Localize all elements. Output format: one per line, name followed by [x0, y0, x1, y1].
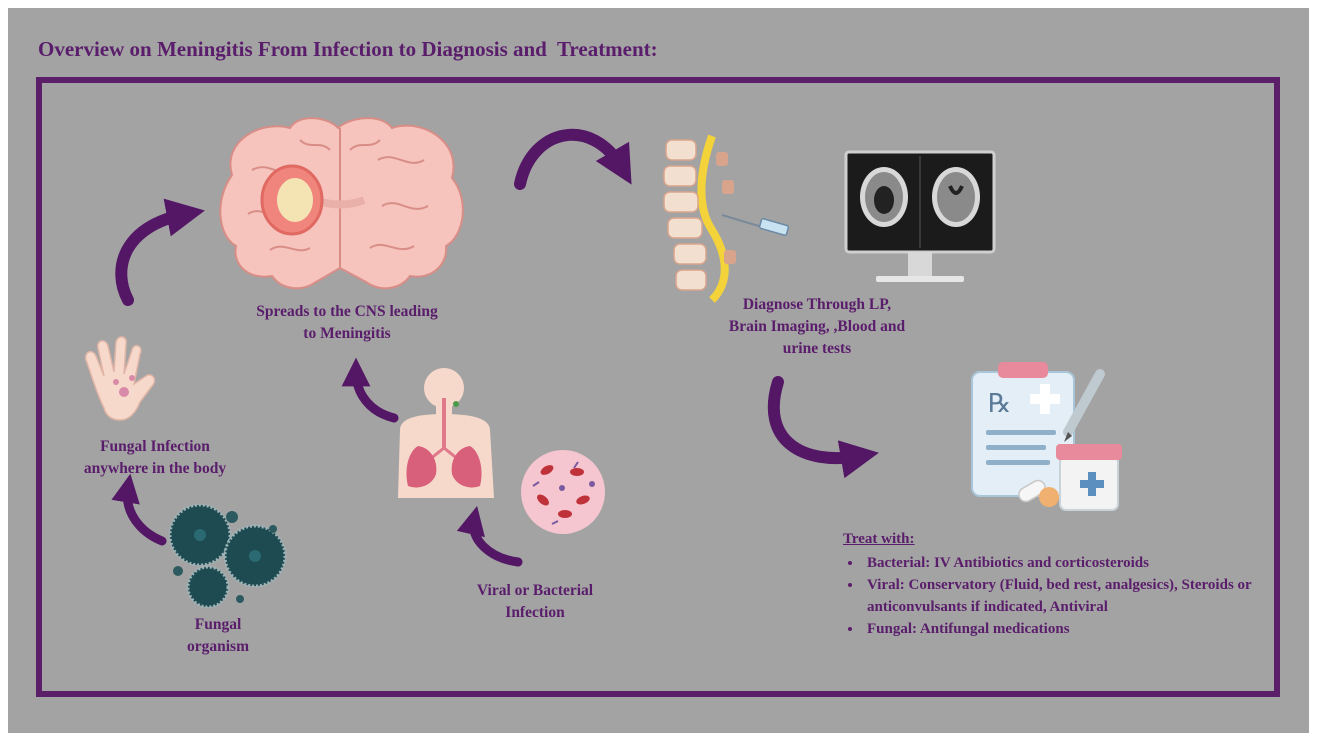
viral-bacterial-label: Viral or Bacterial Infection [455, 580, 615, 624]
fungal-organism-line1: Fungal [168, 614, 268, 636]
bacteria-illustration [521, 450, 605, 534]
treatment-item-viral: Viral: Conservatory (Fluid, bed rest, an… [863, 574, 1263, 618]
fungal-infection-line1: Fungal Infection [60, 436, 250, 458]
respiratory-illustration [398, 368, 494, 498]
treatment-item-fungal: Fungal: Antifungal medications [863, 618, 1263, 640]
arrow-fungal-to-hand [127, 488, 162, 541]
treatment-list: Bacterial: IV Antibiotics and corticoste… [843, 552, 1263, 640]
viral-bacterial-line2: Infection [455, 602, 615, 624]
ct-monitor-illustration [846, 152, 994, 282]
arrow-diagnosis-to-treatment [774, 382, 860, 458]
brain-illustration [220, 118, 463, 288]
diagnosis-label-line2: Brain Imaging, ,Blood and [692, 316, 942, 338]
treatment-heading: Treat with: [843, 528, 1263, 550]
treatment-box: Treat with: Bacterial: IV Antibiotics an… [843, 528, 1263, 640]
cns-spread-label: Spreads to the CNS leading to Meningitis [227, 301, 467, 345]
cns-label-line1: Spreads to the CNS leading [227, 301, 467, 323]
cns-label-line2: to Meningitis [227, 323, 467, 345]
diagnosis-label: Diagnose Through LP, Brain Imaging, ,Blo… [692, 294, 942, 360]
arrow-hand-to-brain [121, 214, 186, 300]
arrow-lungs-to-cns [356, 372, 394, 418]
svg-text:℞: ℞ [988, 389, 1011, 419]
diagnosis-label-line1: Diagnose Through LP, [692, 294, 942, 316]
fungal-infection-line2: anywhere in the body [60, 458, 250, 480]
spine-lp-illustration [664, 136, 789, 300]
arrow-brain-to-diagnosis [520, 135, 622, 184]
fungal-organism-label: Fungal organism [168, 614, 268, 658]
arrow-viral-to-lungs [473, 520, 518, 562]
diagnosis-label-line3: urine tests [692, 338, 942, 360]
fungal-infection-label: Fungal Infection anywhere in the body [60, 436, 250, 480]
treatment-item-bacterial: Bacterial: IV Antibiotics and corticoste… [863, 552, 1263, 574]
hand-illustration [86, 337, 155, 420]
fungal-organism-line2: organism [168, 636, 268, 658]
viral-bacterial-line1: Viral or Bacterial [455, 580, 615, 602]
prescription-illustration: ℞ [972, 362, 1122, 510]
fungal-organism-illustration [170, 505, 285, 607]
